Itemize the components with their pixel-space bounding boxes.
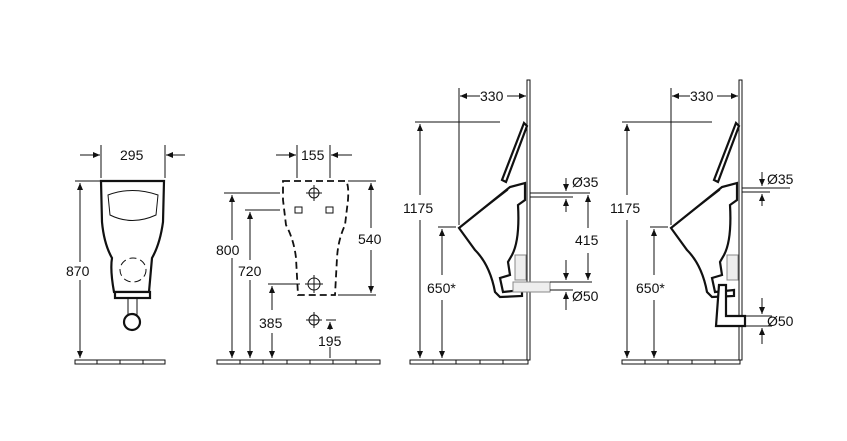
rear-view: 155 800 720 540 385 195 bbox=[216, 145, 382, 365]
side2-inlet-diameter-label: Ø35 bbox=[767, 171, 794, 187]
floor-line bbox=[621, 359, 741, 365]
side1-inlet-diameter-label: Ø35 bbox=[572, 174, 599, 190]
urinal-side-body bbox=[669, 181, 739, 299]
lid bbox=[500, 121, 529, 184]
urinal-side-body bbox=[457, 181, 527, 299]
front-view: 295 870 bbox=[66, 145, 185, 365]
side1-outlet-diameter-label: Ø50 bbox=[572, 288, 599, 304]
floor-line bbox=[409, 359, 529, 365]
wall bbox=[526, 79, 531, 361]
rear-supply-height-label: 195 bbox=[318, 333, 342, 349]
mounting-holes bbox=[294, 185, 334, 328]
rear-height-720-label: 720 bbox=[238, 263, 262, 279]
side-view-1: 330 1175 650* Ø35 415 Ø50 bbox=[403, 79, 599, 365]
rear-width-label: 155 bbox=[301, 147, 325, 163]
side2-depth-label: 330 bbox=[690, 88, 714, 104]
wall bbox=[738, 79, 743, 361]
front-width-label: 295 bbox=[120, 147, 144, 163]
floor-line bbox=[74, 359, 166, 365]
side1-depth-label: 330 bbox=[480, 88, 504, 104]
side1-total-height-label: 1175 bbox=[403, 200, 433, 216]
side1-rim-height-label: 650* bbox=[427, 280, 456, 296]
front-height-label: 870 bbox=[66, 263, 90, 279]
side2-total-height-label: 1175 bbox=[610, 200, 640, 216]
urinal-rear-outline bbox=[282, 180, 350, 296]
side2-rim-height-label: 650* bbox=[636, 280, 665, 296]
urinal-front-body bbox=[99, 179, 166, 294]
side-view-2: 330 1175 650* Ø35 Ø50 bbox=[610, 79, 794, 365]
rear-body-height-label: 540 bbox=[358, 231, 382, 247]
floor-line bbox=[216, 359, 381, 365]
lid bbox=[712, 121, 741, 184]
side2-outlet-diameter-label: Ø50 bbox=[767, 313, 794, 329]
rear-outlet-height-label: 385 bbox=[259, 315, 283, 331]
side1-distance-label: 415 bbox=[575, 232, 599, 248]
rear-height-800-label: 800 bbox=[216, 242, 240, 258]
